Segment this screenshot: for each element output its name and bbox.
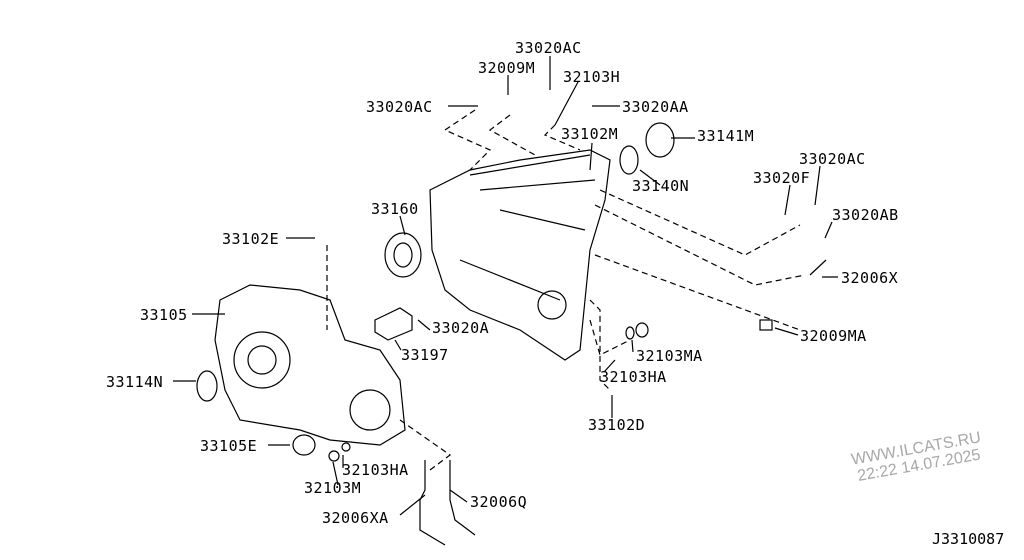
part-label-32103H[interactable]: 32103H bbox=[563, 68, 621, 86]
part-label-32009M[interactable]: 32009M bbox=[478, 59, 536, 77]
part-label-32006X[interactable]: 32006X bbox=[841, 269, 899, 287]
part-label-32006XA[interactable]: 32006XA bbox=[322, 509, 389, 527]
part-label-33102D[interactable]: 33102D bbox=[588, 416, 646, 434]
diagram-code: J3310087 bbox=[932, 530, 1005, 548]
part-label-33105E[interactable]: 33105E bbox=[200, 437, 258, 455]
part-label-32103M[interactable]: 32103M bbox=[304, 479, 362, 497]
part-label-33140N[interactable]: 33140N bbox=[632, 177, 690, 195]
part-label-33020A[interactable]: 33020A bbox=[432, 319, 490, 337]
part-label-33102M[interactable]: 33102M bbox=[561, 125, 619, 143]
part-label-33141M[interactable]: 33141M bbox=[697, 127, 755, 145]
part-label-33020AC-right[interactable]: 33020AC bbox=[799, 150, 866, 168]
part-label-32103HA-right[interactable]: 32103HA bbox=[600, 368, 667, 386]
part-label-33114N[interactable]: 33114N bbox=[106, 373, 164, 391]
part-label-32009MA[interactable]: 32009MA bbox=[800, 327, 867, 345]
part-label-32103HA-left[interactable]: 32103HA bbox=[342, 461, 409, 479]
front-case-33105 bbox=[214, 284, 406, 446]
part-label-32103MA[interactable]: 32103MA bbox=[636, 347, 703, 365]
part-label-33102E[interactable]: 33102E bbox=[222, 230, 280, 248]
part-label-32006Q[interactable]: 32006Q bbox=[470, 493, 528, 511]
part-label-33020AC-left[interactable]: 33020AC bbox=[366, 98, 433, 116]
part-label-33020AC-top[interactable]: 33020AC bbox=[515, 39, 582, 57]
part-label-33160[interactable]: 33160 bbox=[371, 200, 419, 218]
part-label-33020AB[interactable]: 33020AB bbox=[832, 206, 899, 224]
part-label-33020F[interactable]: 33020F bbox=[753, 169, 811, 187]
part-label-33197[interactable]: 33197 bbox=[401, 346, 449, 364]
part-label-33020AA[interactable]: 33020AA bbox=[622, 98, 689, 116]
part-label-33105[interactable]: 33105 bbox=[140, 306, 188, 324]
rear-case-33102M bbox=[429, 149, 611, 361]
